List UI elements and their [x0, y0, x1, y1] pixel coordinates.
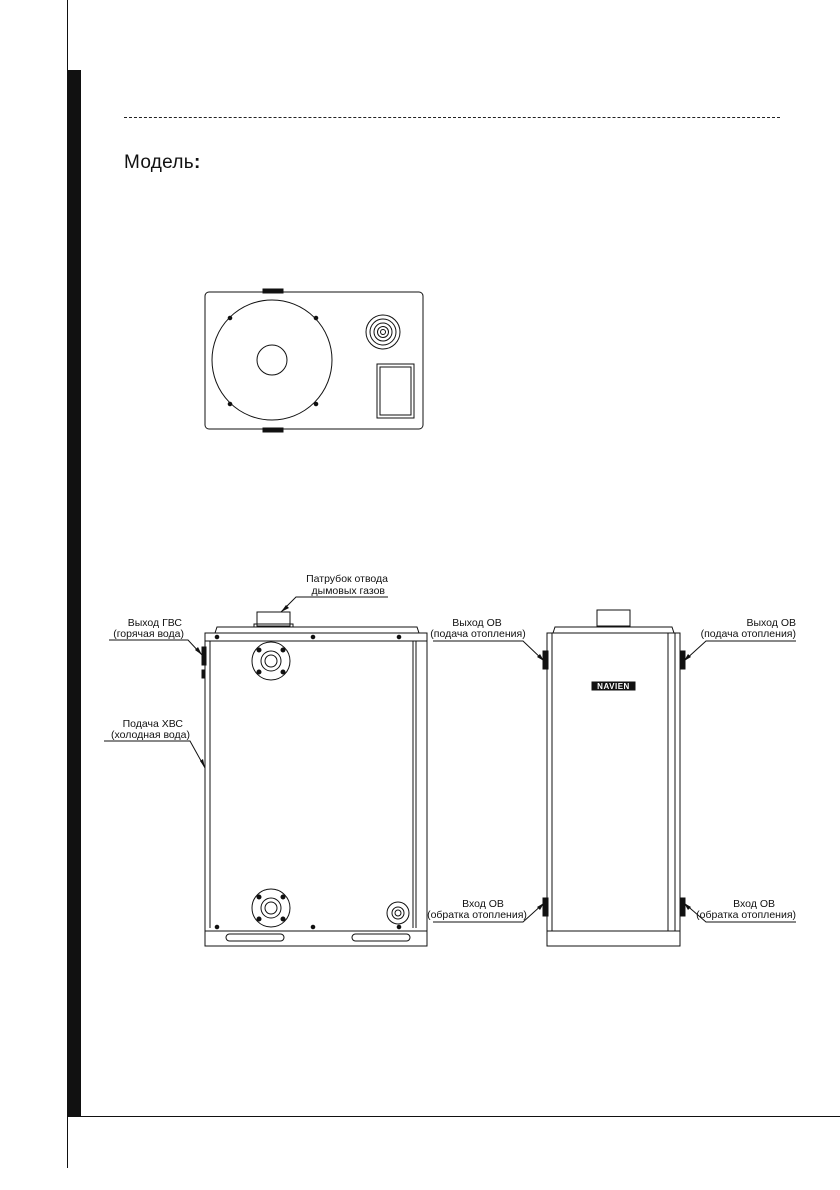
- flue-label-line2: дымовых газов: [312, 585, 386, 597]
- side-base: [546, 930, 681, 947]
- side-heat-return-right: [679, 897, 686, 917]
- heat-return-right-line1: Вход ОВ: [733, 898, 775, 910]
- heat-out-left-line1: Выход ОВ: [452, 617, 502, 629]
- front-base: [204, 930, 428, 947]
- heat-return-right-line2: (обратка отопления): [696, 909, 796, 921]
- lower-heat-flange: [251, 888, 291, 928]
- cold-water-fitting: [386, 901, 410, 925]
- heat-return-left-line2: (обратка отопления): [427, 909, 527, 921]
- front-casing: [204, 632, 428, 932]
- header-dashed-rule: [124, 117, 780, 118]
- side-heat-out-right: [679, 650, 686, 670]
- model-label-text: Модель: [124, 152, 194, 173]
- side-heat-return-left: [542, 897, 549, 917]
- top-view-outline: [204, 291, 424, 430]
- side-flue-pipe: [596, 609, 631, 627]
- brand-plate: [591, 681, 636, 691]
- base-slot-left: [225, 933, 285, 942]
- cover-bolt: [227, 315, 233, 321]
- model-heading: Модель:: [124, 152, 201, 174]
- control-panel-rect: [376, 363, 415, 419]
- side-top-cap: [552, 626, 675, 634]
- front-view: [201, 611, 428, 947]
- burner-cover-circle: [211, 299, 333, 421]
- cold-in-label-line1: Подача ХВС: [123, 718, 184, 730]
- brand-plate-text: NAVIEN: [597, 682, 630, 691]
- leader-arrows: [195, 605, 691, 910]
- cover-bolt: [313, 315, 319, 321]
- leader-lines: [104, 596, 796, 923]
- cover-bolt: [313, 401, 319, 407]
- top-view-flange-top: [262, 288, 284, 294]
- heat-out-right-line1: Выход ОВ: [746, 617, 796, 629]
- side-view: [542, 609, 686, 947]
- front-top-cap: [214, 626, 420, 634]
- heat-out-right-line2: (подача отопления): [701, 628, 796, 640]
- dhw-outlet-stub: [201, 646, 207, 666]
- footer-rule: [67, 1116, 840, 1117]
- cold-in-label-line2: (холодная вода): [111, 729, 190, 741]
- side-heat-out-left: [542, 650, 549, 670]
- dhw-out-label-line2: (горячая вода): [113, 628, 184, 640]
- page-margin-bar: [67, 70, 81, 1116]
- upper-heat-flange: [251, 641, 291, 681]
- cover-bolt: [227, 401, 233, 407]
- top-view-flange-bottom: [262, 427, 284, 433]
- flue-label-line1: Патрубок отвода: [306, 573, 388, 585]
- top-view: [204, 288, 424, 433]
- flue-outlet-top: [365, 314, 401, 350]
- dhw-out-label-line1: Выход ГВС: [128, 617, 183, 629]
- heat-out-left-line2: (подача отопления): [430, 628, 525, 640]
- base-slot-right: [351, 933, 411, 942]
- burner-port-circle: [256, 344, 288, 376]
- side-casing: [546, 632, 681, 932]
- model-label-colon: :: [194, 152, 201, 173]
- heat-return-left-line1: Вход ОВ: [462, 898, 504, 910]
- control-panel-inner: [379, 366, 412, 416]
- flue-pipe: [256, 611, 291, 627]
